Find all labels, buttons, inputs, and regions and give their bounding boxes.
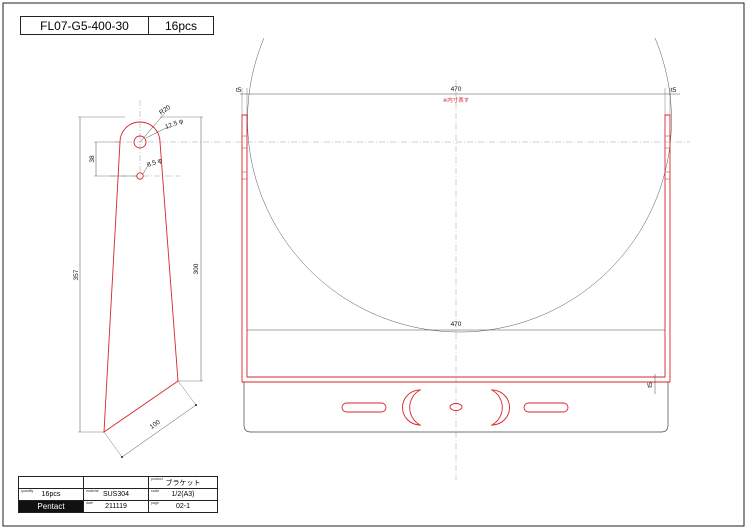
product-name: ブラケット bbox=[165, 479, 201, 487]
leader-line bbox=[139, 112, 166, 143]
material-value: SUS304 bbox=[102, 491, 130, 498]
page-value: 02-1 bbox=[175, 503, 190, 510]
front-view: t5 t5 470 ※内寸表す 470 t5 bbox=[236, 37, 680, 480]
dim-100-label: 100 bbox=[149, 419, 162, 431]
hole-small-label: 6.5 φ bbox=[146, 157, 163, 169]
extension-line bbox=[177, 380, 197, 406]
dim-357-label: 357 bbox=[73, 269, 80, 280]
base-plate bbox=[243, 382, 669, 433]
inner-dimension-note: ※内寸表す bbox=[443, 96, 470, 104]
brand-logo: Pentact bbox=[18, 500, 84, 513]
dim-300-label: 300 bbox=[193, 263, 200, 274]
leader-line bbox=[142, 161, 151, 175]
bracket-side-outline bbox=[103, 121, 179, 433]
date-value: 211119 bbox=[105, 503, 127, 510]
side-view: R20 12.5 φ 6.5 φ 38 357 300 100 bbox=[73, 100, 690, 458]
extension-line bbox=[103, 431, 123, 458]
part-header: FL07-G5-400-30 16pcs bbox=[20, 16, 214, 35]
width-mid-label: 470 bbox=[451, 321, 462, 328]
large-hole bbox=[133, 135, 147, 149]
scale-value: 1/2(A3) bbox=[171, 491, 195, 498]
t5-left-label: t5 bbox=[236, 87, 242, 94]
radius-label: R20 bbox=[158, 104, 172, 117]
header-quantity: 16pcs bbox=[164, 18, 198, 33]
t5-right-label: t5 bbox=[671, 87, 677, 94]
center-hole bbox=[449, 403, 463, 411]
quantity-value: 16pcs bbox=[41, 491, 61, 498]
dim-line-100 bbox=[121, 404, 197, 458]
t5-bottom-label: t5 bbox=[647, 382, 654, 388]
dim-arrow bbox=[195, 404, 197, 406]
reference-arc bbox=[247, 37, 672, 333]
leader-line bbox=[145, 126, 169, 139]
width-top-label: 470 bbox=[451, 86, 462, 93]
crescent-right bbox=[491, 389, 510, 426]
crescent-left bbox=[402, 389, 421, 426]
slot-left bbox=[341, 402, 387, 413]
dim-arrow bbox=[121, 456, 123, 458]
slot-right bbox=[523, 402, 569, 413]
part-number: FL07-G5-400-30 bbox=[21, 17, 149, 34]
hole-large-label: 12.5 φ bbox=[164, 118, 184, 131]
dim-38-label: 38 bbox=[89, 155, 96, 163]
